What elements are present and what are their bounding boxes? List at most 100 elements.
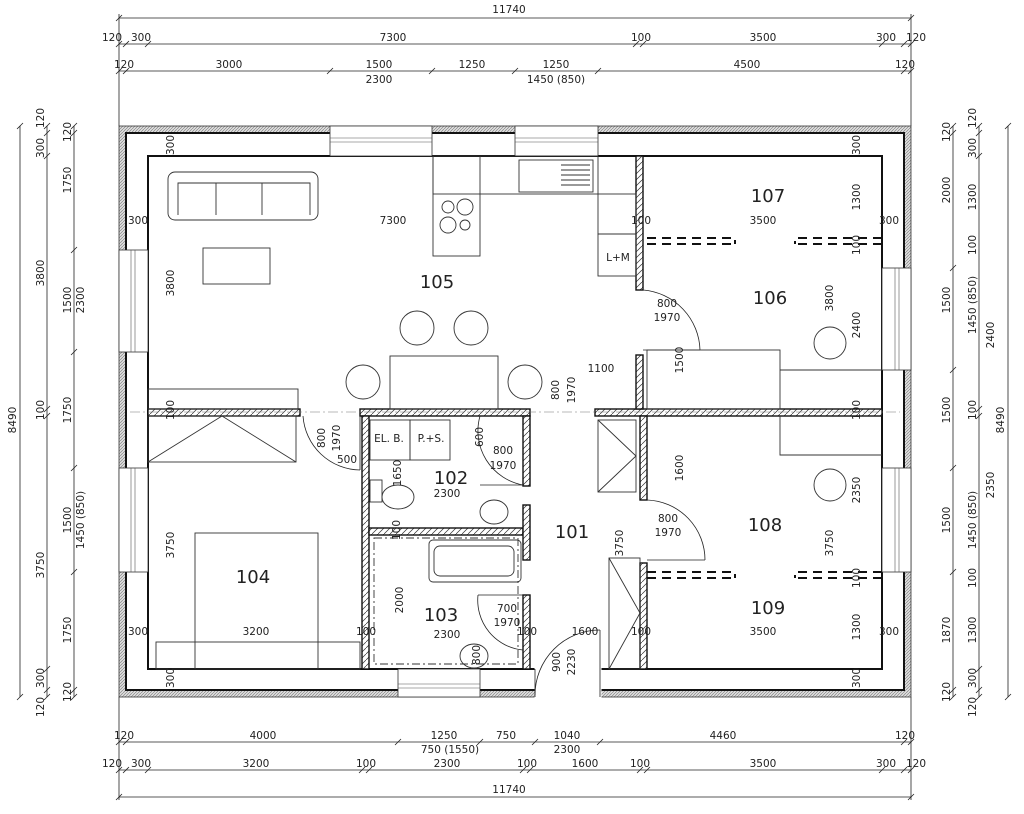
dimension-tick (365, 766, 373, 774)
dimension-label: 1750 (62, 397, 74, 424)
windows (118, 125, 912, 698)
dimension-tick (975, 686, 983, 694)
dimension-tick (975, 122, 983, 130)
dimension-label: 120 (967, 697, 979, 717)
dimension-tick (122, 40, 130, 48)
dimension-label: 800 (658, 513, 678, 525)
dimension-label: 2300 (434, 629, 461, 641)
dimension-label: 300 (35, 668, 47, 688)
dimension-tick (975, 412, 983, 420)
dimension-tick (43, 665, 51, 673)
dimension-label: 300 (967, 668, 979, 688)
dimension-label: 1750 (62, 167, 74, 194)
dimension-label: 100 (631, 215, 651, 227)
dimension-label: 100 (517, 758, 537, 770)
dimension-tick (949, 686, 957, 694)
dimension-label: 100 (630, 758, 650, 770)
dimension-label: 1870 (941, 617, 953, 644)
dimension-tick (596, 738, 604, 746)
dimension-label: 100 (851, 235, 863, 255)
dimension-tick (975, 405, 983, 413)
dimension-label: 2400 (985, 322, 997, 349)
washbasin-102 (479, 499, 509, 525)
dimension-label: 1970 (655, 527, 682, 539)
dimension-label: 120 (967, 108, 979, 128)
dimension-label: 2300 (554, 744, 581, 756)
dimension-tick (949, 122, 957, 130)
sink (518, 159, 594, 193)
dimension-label: 800 (316, 428, 328, 448)
stove-burner (441, 200, 455, 214)
dimension-label: 1040 (554, 730, 581, 742)
dimension-label: 2300 (434, 758, 461, 770)
dimension-ticks (16, 14, 1012, 801)
dimension-tick (975, 129, 983, 137)
dimension-label: 2230 (566, 649, 578, 676)
dimension-tick (949, 693, 957, 701)
dimension-tick (949, 366, 957, 374)
dimension-label: 100 (967, 400, 979, 420)
dimension-tick (43, 122, 51, 130)
dimension-label: 300 (128, 626, 148, 638)
dimension-tick (70, 246, 78, 254)
dimension-label: 100 (967, 235, 979, 255)
dimension-label: 120 (114, 59, 134, 71)
dimension-label: 1300 (967, 184, 979, 211)
dimension-tick (70, 122, 78, 130)
dimension-label: 800 (471, 645, 483, 665)
dimension-label: 2400 (851, 312, 863, 339)
dimension-label: 300 (876, 32, 896, 44)
dimension-tick (907, 67, 915, 75)
dining-table (389, 355, 499, 410)
dimension-tick (526, 766, 534, 774)
dimension-tick (975, 693, 983, 701)
dimension-label: 800 (657, 298, 677, 310)
dimension-lines (19, 14, 1009, 800)
dimension-tick (70, 568, 78, 576)
dimension-label: 300 (165, 135, 177, 155)
dimension-label: 2000 (394, 587, 406, 614)
dimension-tick (639, 40, 647, 48)
dimension-label: 300 (128, 215, 148, 227)
dimension-tick (115, 793, 123, 801)
dimension-label: 120 (941, 682, 953, 702)
dimension-label: 3800 (824, 285, 836, 312)
tv-table (202, 247, 271, 285)
dimension-label: 1300 (967, 617, 979, 644)
dimension-label: 1450 (850) (527, 74, 585, 86)
dimension-label: 7300 (380, 215, 407, 227)
dimension-tick (115, 766, 123, 774)
dimension-label: 1970 (654, 312, 681, 324)
dimension-label: 120 (102, 758, 122, 770)
dimension-label: 300 (851, 668, 863, 688)
dimension-label: 300 (35, 138, 47, 158)
room-number: 104 (236, 567, 270, 588)
dimension-tick (43, 152, 51, 160)
dimension-label: 3200 (243, 758, 270, 770)
dimension-tick (975, 152, 983, 160)
dimension-label: 100 (631, 626, 651, 638)
dimension-label: 7300 (380, 32, 407, 44)
dimension-label: 750 (1550) (421, 744, 479, 756)
dimension-label: 120 (35, 108, 47, 128)
dimension-label: 1500 (366, 59, 393, 71)
dimension-tick (43, 129, 51, 137)
dimension-tick (115, 40, 123, 48)
dimension-label: 1300 (851, 614, 863, 641)
dimension-label: 1970 (331, 425, 343, 452)
dimension-tick (43, 405, 51, 413)
dimension-tick (70, 348, 78, 356)
dimension-tick (122, 766, 130, 774)
dimension-label: 2300 (75, 287, 87, 314)
dimension-label: 8490 (995, 407, 1007, 434)
dimension-label: 1100 (588, 363, 615, 375)
dimension-label: 1500 (62, 507, 74, 534)
dimension-tick (531, 738, 539, 746)
dimension-label: 3000 (216, 59, 243, 71)
dimension-label: 3500 (750, 215, 777, 227)
dimension-label: 1500 (941, 397, 953, 424)
dimension-label: 3750 (165, 532, 177, 559)
dimension-label: 4460 (710, 730, 737, 742)
entrance-door[interactable] (534, 629, 602, 699)
dimension-label: 8490 (7, 407, 19, 434)
